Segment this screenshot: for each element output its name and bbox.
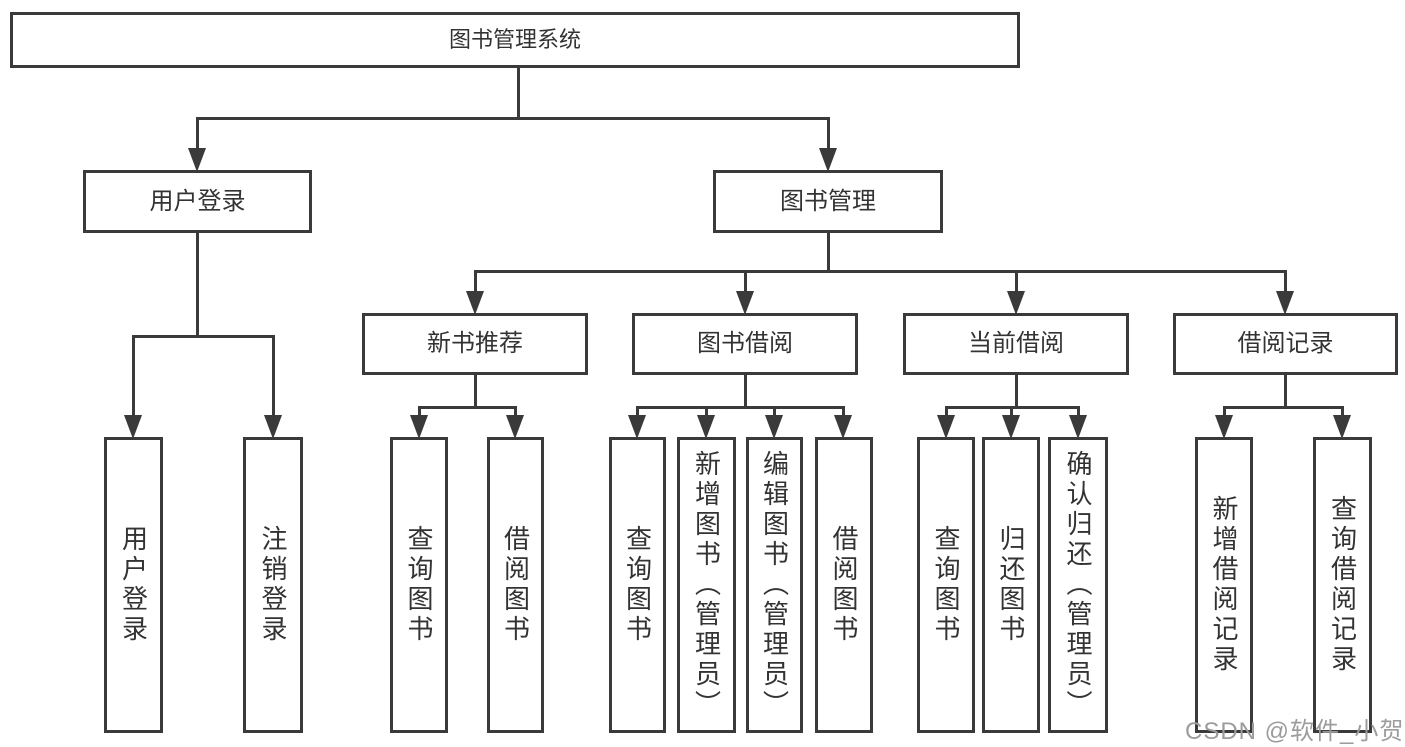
watermark: CSDN @软件_小贺同学 xyxy=(1185,718,1405,745)
arrow-down-icon xyxy=(1333,415,1351,439)
arrow-down-icon xyxy=(410,415,428,439)
node-label-book-management: 图书管理 xyxy=(780,187,876,215)
arrow-down-icon xyxy=(506,415,524,439)
node-label-leaf-query-borrow-record: 查询借阅记录 xyxy=(1327,495,1358,675)
node-leaf-borrow-books-rec: 借阅图书 xyxy=(487,437,544,733)
connector-stub-root xyxy=(517,66,520,120)
arrow-down-icon xyxy=(1215,415,1233,439)
node-label-leaf-borrow-books-rec: 借阅图书 xyxy=(500,525,531,645)
node-book-management: 图书管理 xyxy=(713,170,943,233)
connector-rail-user-login xyxy=(132,335,275,338)
connector-stub-book-borrow xyxy=(744,373,747,409)
arrow-down-icon xyxy=(834,415,852,439)
node-label-borrow-record: 借阅记录 xyxy=(1237,330,1334,357)
node-leaf-return-books: 归还图书 xyxy=(982,437,1040,733)
connector-drop-new-book-recommend xyxy=(514,406,517,421)
node-leaf-logout: 注销登录 xyxy=(243,437,303,733)
node-leaf-query-books-bor: 查询图书 xyxy=(609,437,666,733)
connector-rail-root xyxy=(196,117,830,120)
arrow-down-icon xyxy=(736,291,754,315)
connector-drop-root xyxy=(196,117,199,154)
connector-drop-book-borrow xyxy=(636,406,639,421)
connector-drop-book-management xyxy=(1284,270,1287,297)
node-label-leaf-add-borrow-record: 新增借阅记录 xyxy=(1209,495,1239,675)
node-label-leaf-confirm-return: 确认归还（管理员） xyxy=(1063,450,1093,720)
node-leaf-borrow-books-bor: 借阅图书 xyxy=(815,437,873,733)
connector-drop-book-management xyxy=(1015,270,1018,297)
connector-drop-book-management xyxy=(744,270,747,297)
connector-drop-borrow-record xyxy=(1341,406,1344,421)
node-label-root: 图书管理系统 xyxy=(448,27,581,52)
node-label-leaf-add-books-admin: 新增图书（管理员） xyxy=(691,450,722,720)
node-borrow-record: 借阅记录 xyxy=(1173,313,1398,375)
arrow-down-icon xyxy=(1002,415,1020,439)
node-label-leaf-user-login: 用户登录 xyxy=(118,525,149,645)
node-label-leaf-query-books-rec: 查询图书 xyxy=(404,525,434,645)
connector-stub-book-management xyxy=(827,231,830,273)
connector-stub-borrow-record xyxy=(1284,373,1287,409)
node-leaf-add-borrow-record: 新增借阅记录 xyxy=(1195,437,1253,733)
node-label-leaf-return-books: 归还图书 xyxy=(996,525,1026,645)
node-label-leaf-edit-books-admin: 编辑图书（管理员） xyxy=(759,450,790,720)
connector-drop-user-login xyxy=(272,335,275,421)
connector-stub-current-borrow xyxy=(1015,373,1018,409)
node-label-current-borrow: 当前借阅 xyxy=(968,330,1064,357)
connector-drop-book-management xyxy=(474,270,477,297)
connector-drop-book-borrow xyxy=(842,406,845,421)
node-current-borrow: 当前借阅 xyxy=(903,313,1129,375)
arrow-down-icon xyxy=(628,415,646,439)
node-leaf-query-books-rec: 查询图书 xyxy=(390,437,448,733)
arrow-down-icon xyxy=(264,415,282,439)
node-label-leaf-query-books-cur: 查询图书 xyxy=(931,525,961,645)
arrow-down-icon xyxy=(697,415,715,439)
connector-drop-borrow-record xyxy=(1223,406,1226,421)
connector-drop-current-borrow xyxy=(1010,406,1013,421)
connector-drop-current-borrow xyxy=(945,406,948,421)
node-label-leaf-logout: 注销登录 xyxy=(258,525,288,645)
arrow-down-icon xyxy=(765,415,783,439)
arrow-down-icon xyxy=(1276,291,1294,315)
connector-drop-user-login xyxy=(132,335,135,421)
arrow-down-icon xyxy=(819,148,837,172)
node-label-book-borrow: 图书借阅 xyxy=(697,330,793,357)
node-label-leaf-borrow-books-bor: 借阅图书 xyxy=(829,525,859,645)
node-leaf-confirm-return: 确认归还（管理员） xyxy=(1048,437,1108,733)
node-leaf-edit-books-admin: 编辑图书（管理员） xyxy=(746,437,803,733)
node-root: 图书管理系统 xyxy=(10,12,1020,68)
connector-rail-book-management xyxy=(474,270,1287,273)
node-new-book-recommend: 新书推荐 xyxy=(362,313,588,375)
arrow-down-icon xyxy=(188,148,206,172)
node-label-user-login: 用户登录 xyxy=(149,187,246,215)
connector-rail-new-book-recommend xyxy=(418,406,517,409)
arrow-down-icon xyxy=(1069,415,1087,439)
node-leaf-query-borrow-record: 查询借阅记录 xyxy=(1313,437,1372,733)
arrow-down-icon xyxy=(1007,291,1025,315)
connector-rail-book-borrow xyxy=(636,406,845,409)
arrow-down-icon xyxy=(466,291,484,315)
node-book-borrow: 图书借阅 xyxy=(632,313,858,375)
connector-drop-new-book-recommend xyxy=(418,406,421,421)
node-leaf-user-login: 用户登录 xyxy=(104,437,163,733)
connector-rail-borrow-record xyxy=(1223,406,1344,409)
connector-stub-user-login xyxy=(196,231,199,338)
connector-drop-root xyxy=(827,117,830,154)
connector-drop-book-borrow xyxy=(705,406,708,421)
connector-drop-book-borrow xyxy=(773,406,776,421)
node-leaf-query-books-cur: 查询图书 xyxy=(917,437,975,733)
node-label-new-book-recommend: 新书推荐 xyxy=(427,330,523,357)
node-user-login: 用户登录 xyxy=(83,170,312,233)
connector-stub-new-book-recommend xyxy=(474,373,477,409)
arrow-down-icon xyxy=(124,415,142,439)
node-label-leaf-query-books-bor: 查询图书 xyxy=(622,525,653,645)
arrow-down-icon xyxy=(937,415,955,439)
node-leaf-add-books-admin: 新增图书（管理员） xyxy=(677,437,736,733)
connector-drop-current-borrow xyxy=(1077,406,1080,421)
